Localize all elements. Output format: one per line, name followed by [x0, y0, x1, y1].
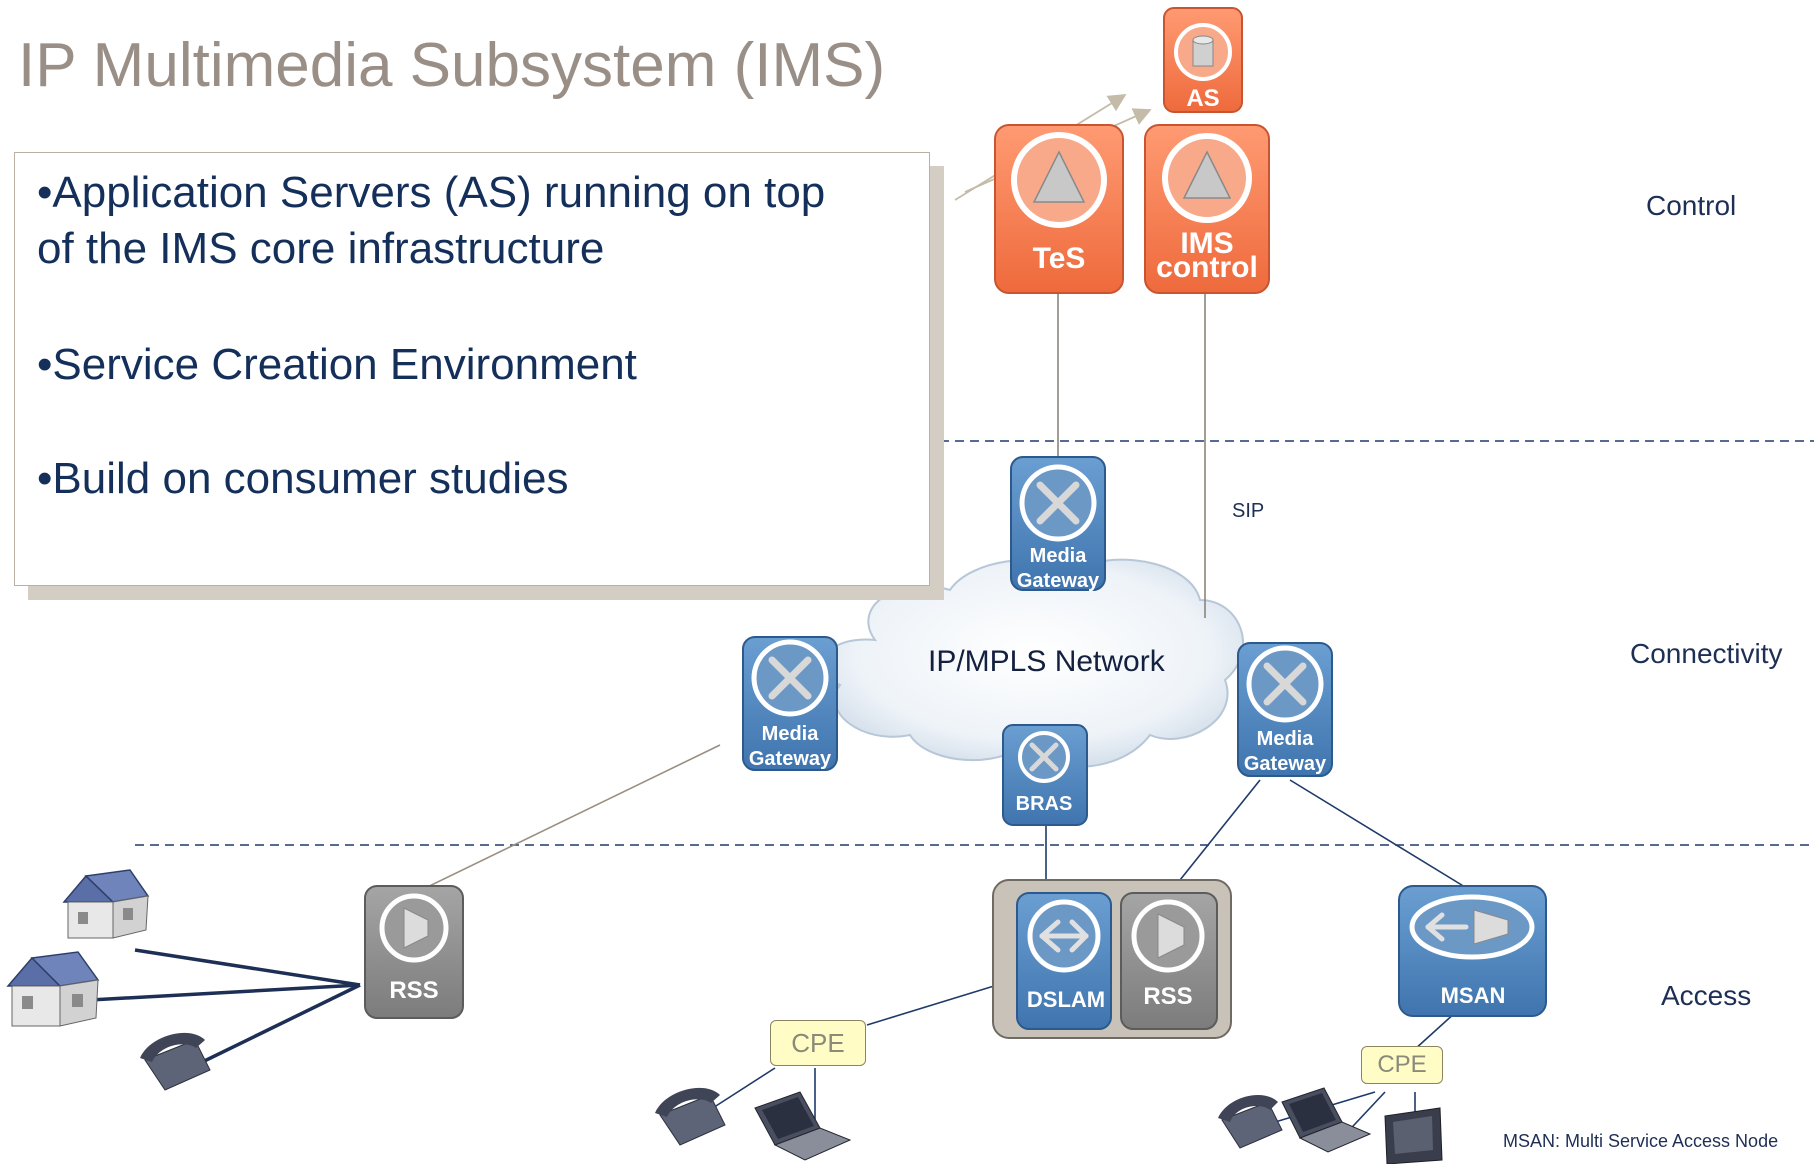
msan-label: MSAN	[1441, 983, 1506, 1008]
msan-node[interactable]: MSAN	[1398, 885, 1547, 1017]
house-icon	[62, 869, 150, 939]
ims-control-label-line2: control	[1156, 251, 1258, 284]
crossed-arrows-icon	[1036, 481, 1080, 525]
rss-label: RSS	[1143, 983, 1192, 1010]
as-server[interactable]: AS	[1163, 7, 1243, 113]
play-icon	[1473, 909, 1509, 945]
cpe-box-center[interactable]: CPE	[770, 1020, 866, 1066]
ip-mpls-cloud	[821, 558, 1244, 768]
cpe-box-right[interactable]: CPE	[1361, 1046, 1443, 1084]
network-label: IP/MPLS Network	[928, 645, 1165, 678]
media-gateway-right[interactable]: Media Gateway	[1237, 642, 1333, 777]
media-gateway-label-line2: Gateway	[1017, 570, 1100, 592]
bullet-application-servers-cont: of the IMS core infrastructure	[37, 224, 605, 273]
dslam-label: DSLAM	[1027, 987, 1105, 1012]
play-icon	[1157, 913, 1185, 959]
branch-arrows-icon	[1425, 912, 1469, 942]
media-gateway-left[interactable]: Media Gateway	[742, 636, 838, 771]
telephone-icon	[655, 1087, 726, 1146]
telephone-icon	[1218, 1095, 1283, 1149]
media-gateway-label-line1: Media	[1030, 545, 1088, 567]
layer-label-access: Access	[1661, 980, 1752, 1011]
media-gateway-top[interactable]: Media Gateway	[1010, 456, 1106, 592]
rss-node-cabinet[interactable]: RSS	[1120, 892, 1218, 1030]
telephone-icon	[140, 1032, 211, 1091]
bras-node[interactable]: BRAS	[1002, 724, 1088, 826]
crossed-arrows-icon	[768, 656, 812, 700]
tes-label: TeS	[1033, 242, 1086, 275]
media-gateway-label-line1: Media	[762, 723, 820, 745]
media-gateway-label-line2: Gateway	[1244, 753, 1327, 775]
ims-control-server[interactable]: IMS control	[1144, 124, 1270, 294]
crossed-arrows-icon	[1263, 662, 1307, 706]
bullet-application-servers: •Application Servers (AS) running on top	[37, 168, 826, 217]
media-gateway-label-line1: Media	[1257, 728, 1315, 750]
monitor-icon	[1384, 1107, 1443, 1164]
triangle-icon	[1182, 150, 1232, 199]
tes-server[interactable]: TeS	[994, 124, 1124, 294]
crossed-arrows-icon	[1029, 742, 1059, 772]
branch-arrows-icon	[1039, 919, 1089, 953]
info-box: •Application Servers (AS) running on top…	[14, 152, 930, 586]
database-icon	[1192, 35, 1214, 67]
ims-control-label-line1: IMS	[1180, 227, 1233, 260]
laptop-icon	[1281, 1087, 1372, 1153]
house-icon	[6, 951, 100, 1027]
dslam-node[interactable]: DSLAM	[1016, 892, 1112, 1030]
bullet-consumer-studies: •Build on consumer studies	[37, 454, 569, 503]
page-title: IP Multimedia Subsystem (IMS)	[18, 31, 886, 100]
layer-label-connectivity: Connectivity	[1630, 638, 1783, 669]
rss-node-left[interactable]: RSS	[364, 885, 464, 1019]
bras-label: BRAS	[1016, 793, 1073, 815]
footnote: MSAN: Multi Service Access Node	[1503, 1131, 1779, 1151]
laptop-icon	[754, 1091, 852, 1161]
as-label: AS	[1186, 85, 1219, 112]
triangle-icon	[1032, 150, 1086, 203]
media-gateway-label-line2: Gateway	[749, 748, 832, 770]
play-icon	[403, 907, 429, 949]
rss-label: RSS	[389, 977, 438, 1004]
bullet-service-creation: •Service Creation Environment	[37, 340, 637, 389]
connections	[89, 94, 1466, 1141]
layer-label-control: Control	[1646, 190, 1737, 221]
sip-label: SIP	[1232, 500, 1265, 522]
